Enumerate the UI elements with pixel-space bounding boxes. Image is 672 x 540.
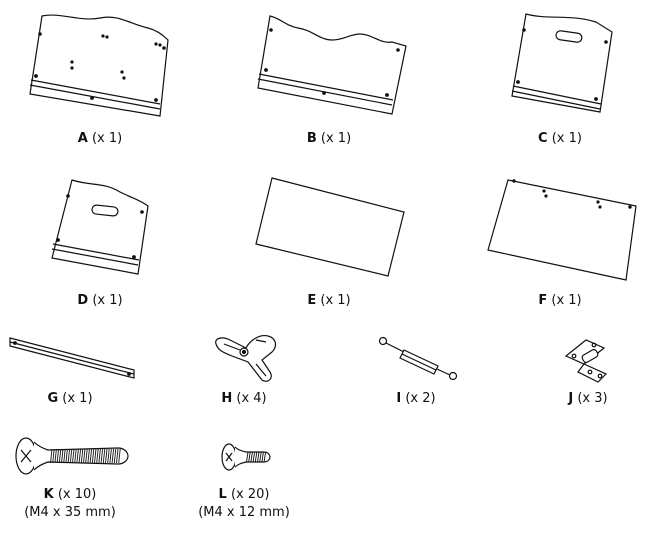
- spec-k: (M4 x 35 mm): [24, 505, 116, 520]
- label-c: C (x 1): [538, 131, 582, 146]
- label-b: B (x 1): [306, 131, 352, 146]
- label-a: A (x 1): [77, 131, 123, 146]
- label-d: D (x 1): [77, 293, 123, 308]
- label-i: I (x 2): [396, 391, 436, 406]
- spec-l: (M4 x 12 mm): [198, 505, 290, 520]
- label-j: J (x 3): [568, 391, 608, 406]
- label-f: F (x 1): [538, 293, 582, 308]
- label-g: G (x 1): [47, 391, 93, 406]
- label-k: K (x 10): [43, 487, 97, 502]
- label-l: L (x 20): [218, 487, 270, 502]
- label-h: H (x 4): [221, 391, 267, 406]
- label-e: E (x 1): [307, 293, 351, 308]
